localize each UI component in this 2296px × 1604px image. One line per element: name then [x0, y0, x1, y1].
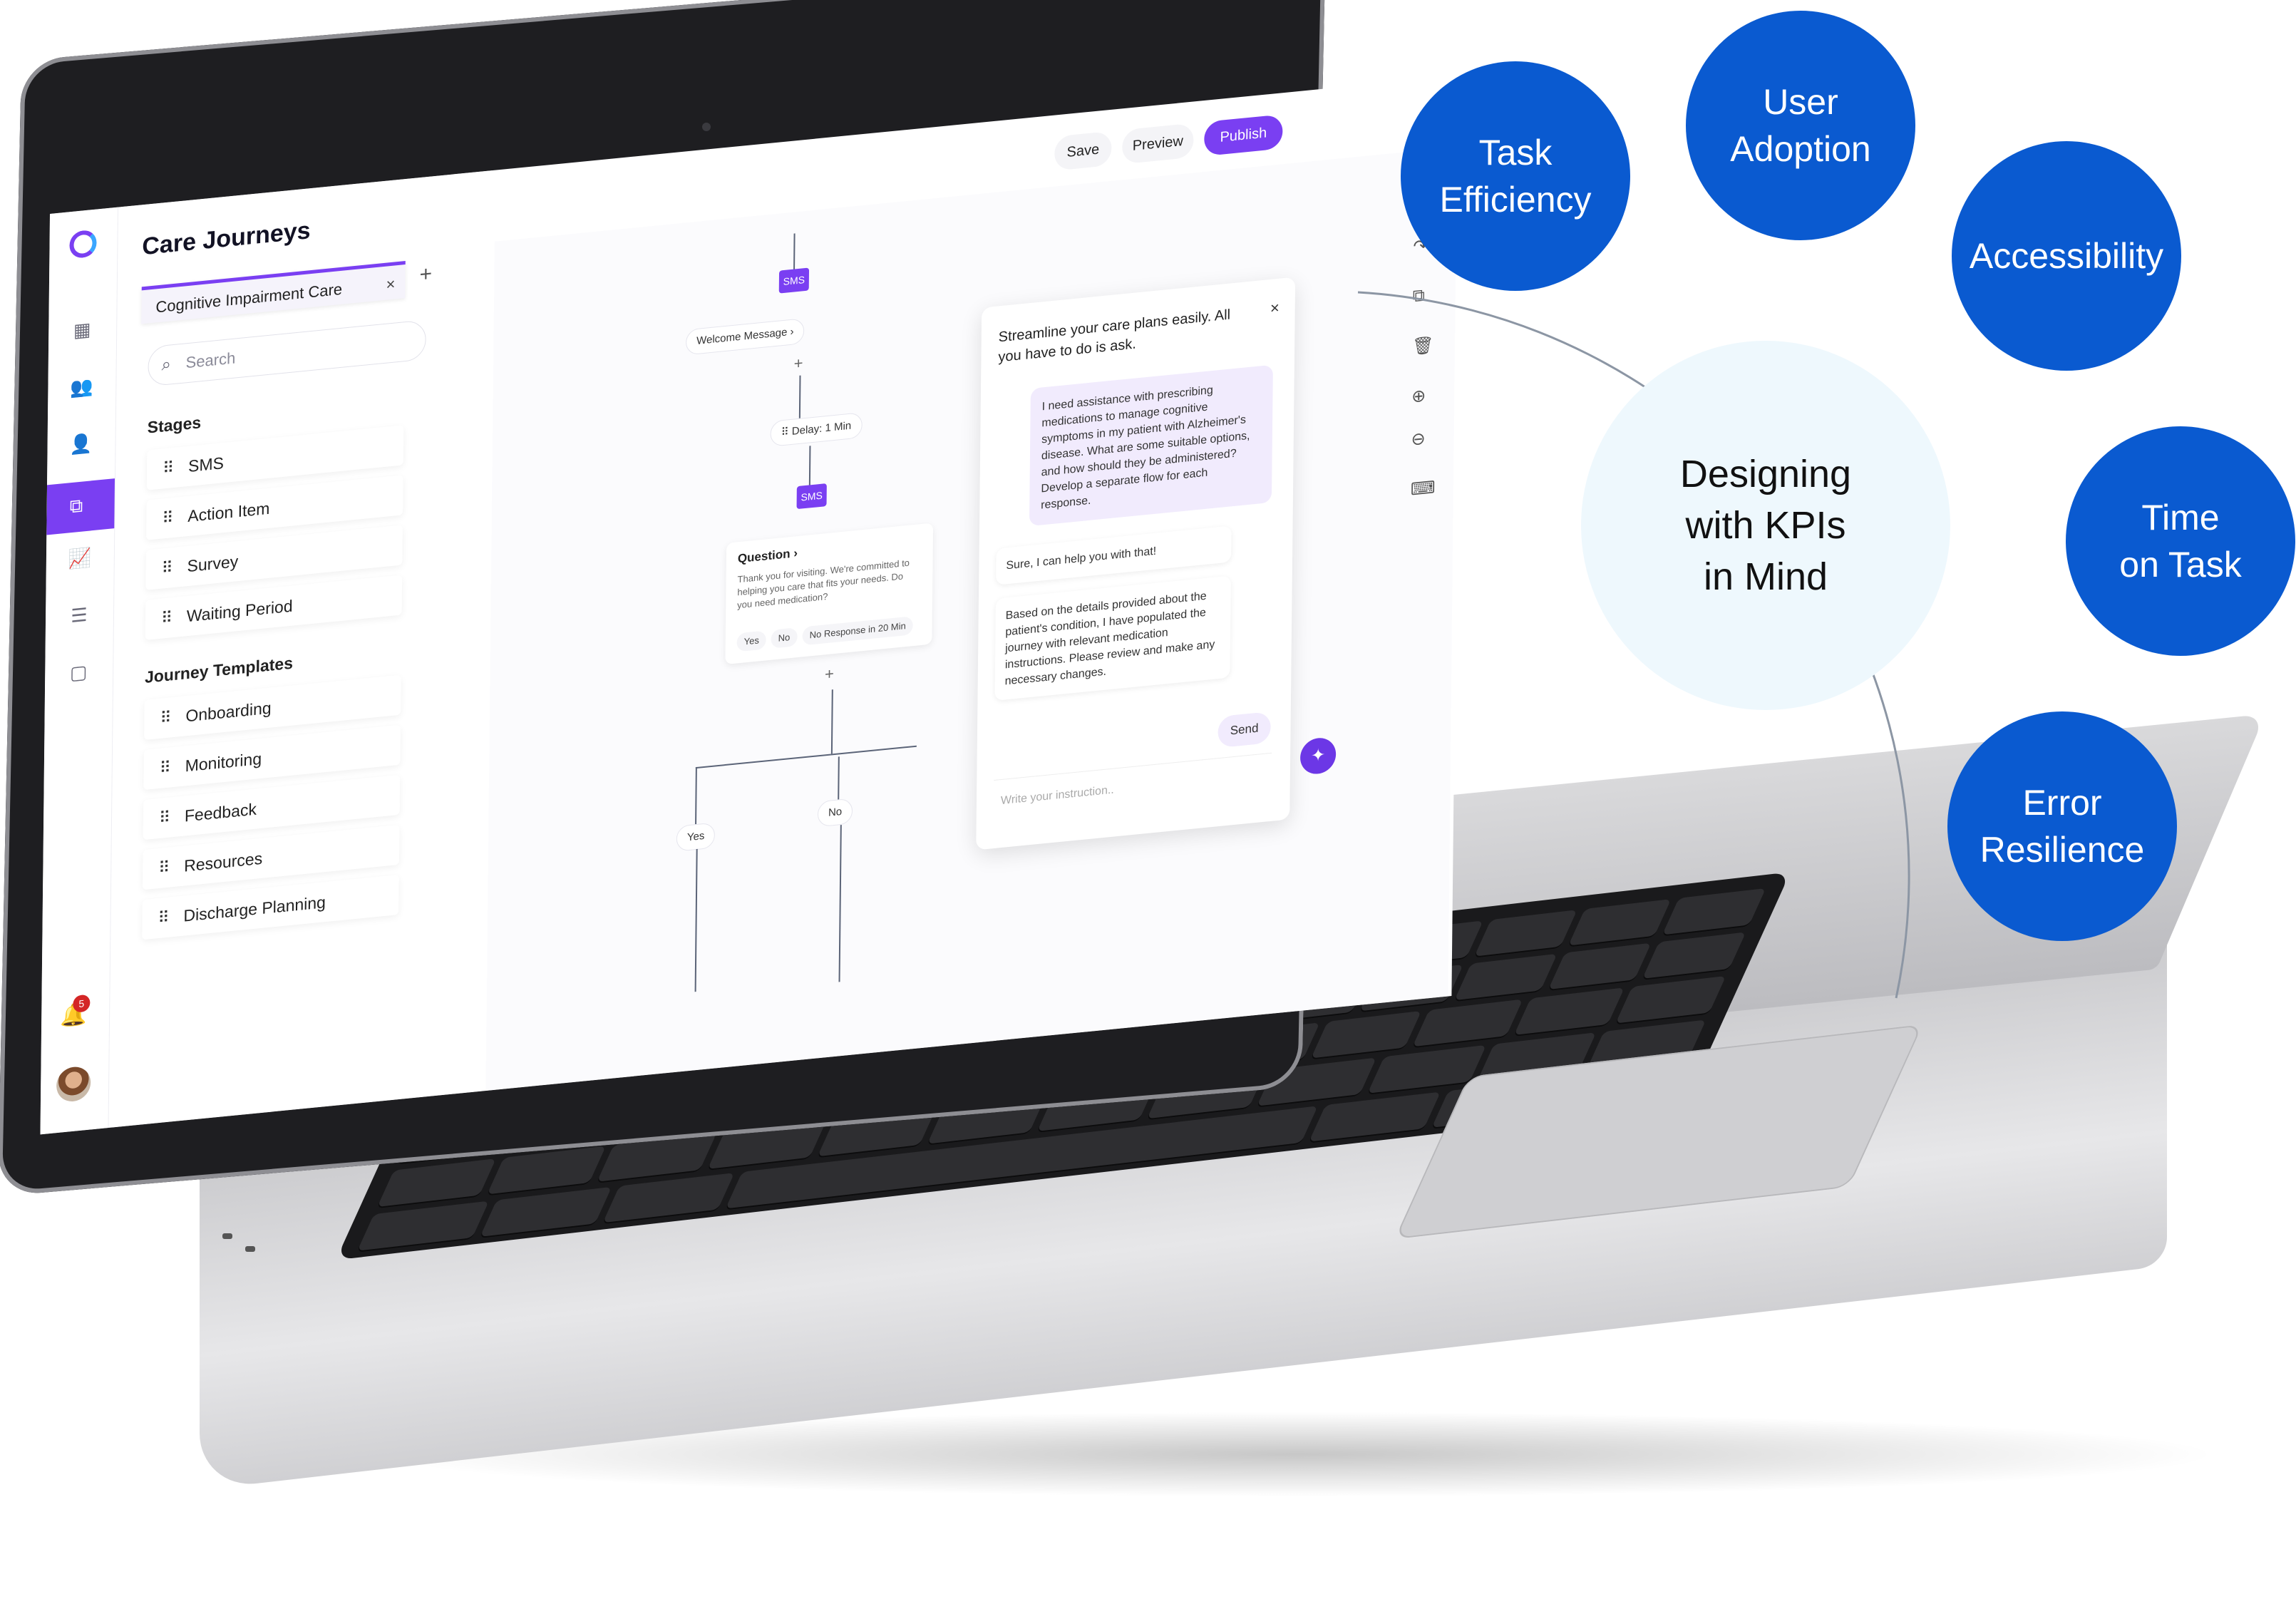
branch-no[interactable]: No [817, 798, 853, 828]
add-tab-icon[interactable]: + [419, 262, 433, 287]
app-logo-icon[interactable] [69, 229, 97, 259]
search-input[interactable]: ⌕ Search [148, 319, 426, 387]
close-icon[interactable]: × [1270, 298, 1280, 317]
drag-handle-icon[interactable]: ⠿ [158, 808, 169, 828]
question-title: Question › [737, 546, 798, 566]
send-button[interactable]: Send [1218, 711, 1271, 749]
page-title: Care Journeys [142, 217, 311, 261]
kpi-accessibility: Accessibility [1952, 141, 2181, 371]
question-card[interactable]: Question › Thank you for visiting. We're… [725, 523, 934, 665]
user-avatar[interactable] [56, 1065, 91, 1104]
assistant-heading: Streamline your care plans easily. All y… [998, 307, 1231, 366]
analytics-icon[interactable]: 📈 [68, 545, 92, 570]
drag-handle-icon[interactable]: ⠿ [162, 508, 172, 528]
drag-handle-icon[interactable]: ⠿ [158, 858, 168, 878]
delete-icon[interactable]: 🗑 [1411, 335, 1434, 357]
chevron-right-icon: › [790, 325, 794, 339]
stages-heading: Stages [147, 413, 202, 437]
add-step-icon[interactable]: + [793, 354, 803, 373]
assistant-message: Sure, I can help you with that! [996, 525, 1232, 585]
drag-handle-icon[interactable]: ⠿ [162, 458, 173, 478]
flow-canvas[interactable]: SMS Welcome Message › + ⠿ Delay: 1 Min S… [485, 147, 1457, 1091]
close-icon[interactable]: × [386, 274, 396, 294]
search-placeholder: Search [185, 349, 236, 372]
zoom-out-icon[interactable]: ⊖ [1411, 428, 1426, 450]
option-no-response[interactable]: No Response in 20 Min [802, 616, 913, 646]
instruction-input[interactable]: Write your instruction.. [993, 752, 1272, 823]
welcome-message-chip[interactable]: Welcome Message › [685, 318, 805, 356]
drag-handle-icon[interactable]: ⠿ [161, 558, 171, 577]
users-icon[interactable]: 👥 [70, 374, 93, 399]
stages-panel: Care Journeys Cognitive Impairment Care … [111, 170, 525, 1128]
ai-assistant-panel: Streamline your care plans easily. All y… [976, 277, 1337, 850]
flow-node-sms[interactable]: SMS [778, 267, 810, 294]
usb-port [245, 1246, 255, 1252]
usb-port [222, 1233, 232, 1239]
kpi-center-circle: Designing with KPIs in Mind [1581, 341, 1950, 710]
drag-handle-icon[interactable]: ⠿ [159, 758, 169, 777]
delay-chip[interactable]: ⠿ Delay: 1 Min [770, 412, 863, 447]
add-user-icon[interactable]: 👤 [69, 431, 93, 456]
tab-label: Cognitive Impairment Care [155, 279, 343, 317]
option-yes[interactable]: Yes [736, 630, 767, 652]
option-no[interactable]: No [771, 627, 798, 649]
keyboard-icon[interactable]: ⌨ [1410, 478, 1436, 500]
publish-button[interactable]: Publish [1204, 114, 1283, 157]
zoom-in-icon[interactable]: ⊕ [1411, 386, 1426, 407]
copy-icon[interactable]: ⧉ [1412, 285, 1425, 307]
user-message: I need assistance with prescribing medic… [1029, 364, 1273, 527]
drag-handle-icon[interactable]: ⠿ [160, 708, 170, 727]
drag-handle-icon: ⠿ [781, 425, 792, 439]
drag-handle-icon[interactable]: ⠿ [158, 908, 168, 927]
app-screen: ▦ 👥 👤 ⧉ 📈 ☰ ▢ 🔔 5 Care Journeys Cognitiv… [40, 75, 1461, 1135]
journeys-nav-active[interactable]: ⧉ [46, 478, 115, 535]
search-icon: ⌕ [161, 354, 172, 375]
messages-icon[interactable]: ☰ [71, 603, 88, 627]
notification-badge: 5 [73, 994, 91, 1013]
preview-button[interactable]: Preview [1122, 123, 1194, 165]
drag-handle-icon[interactable]: ⠿ [160, 608, 171, 627]
assistant-message: Based on the details provided about the … [994, 575, 1231, 701]
webcam [702, 123, 711, 131]
tab-cognitive-impairment-care[interactable]: Cognitive Impairment Care × [141, 261, 406, 324]
flow-icon: ⧉ [69, 494, 83, 518]
nav-rail: ▦ 👥 👤 ⧉ 📈 ☰ ▢ 🔔 5 [40, 207, 118, 1135]
dashboard-icon[interactable]: ▦ [73, 317, 91, 341]
save-button[interactable]: Save [1054, 130, 1112, 171]
add-step-icon[interactable]: + [824, 664, 835, 684]
flow-node-sms[interactable]: SMS [796, 483, 827, 510]
calendar-icon[interactable]: ▢ [69, 660, 88, 684]
question-body: Thank you for visiting. We're committed … [737, 557, 910, 611]
templates-heading: Journey Templates [144, 653, 294, 687]
branch-yes[interactable]: Yes [676, 822, 716, 852]
